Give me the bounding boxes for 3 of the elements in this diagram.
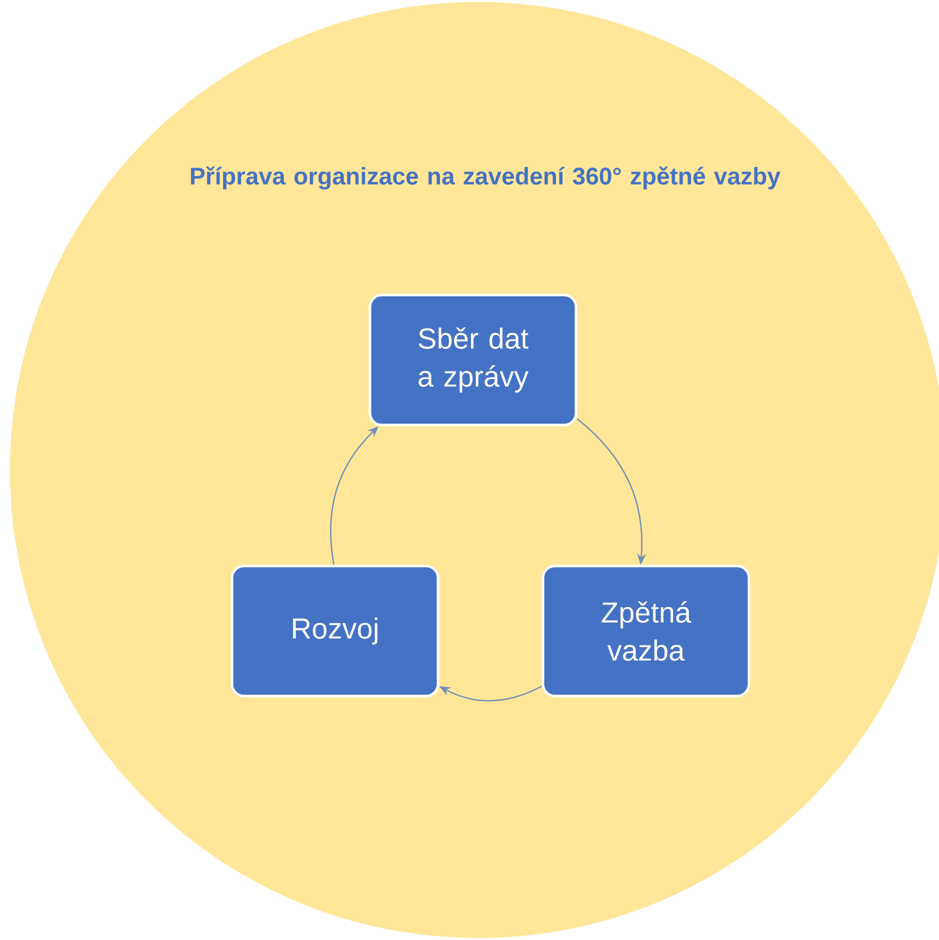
process-box: Zpětná vazba [542, 564, 750, 698]
process-box: Sběr dat a zprávy [368, 294, 578, 426]
process-box: Rozvoj [230, 564, 440, 698]
